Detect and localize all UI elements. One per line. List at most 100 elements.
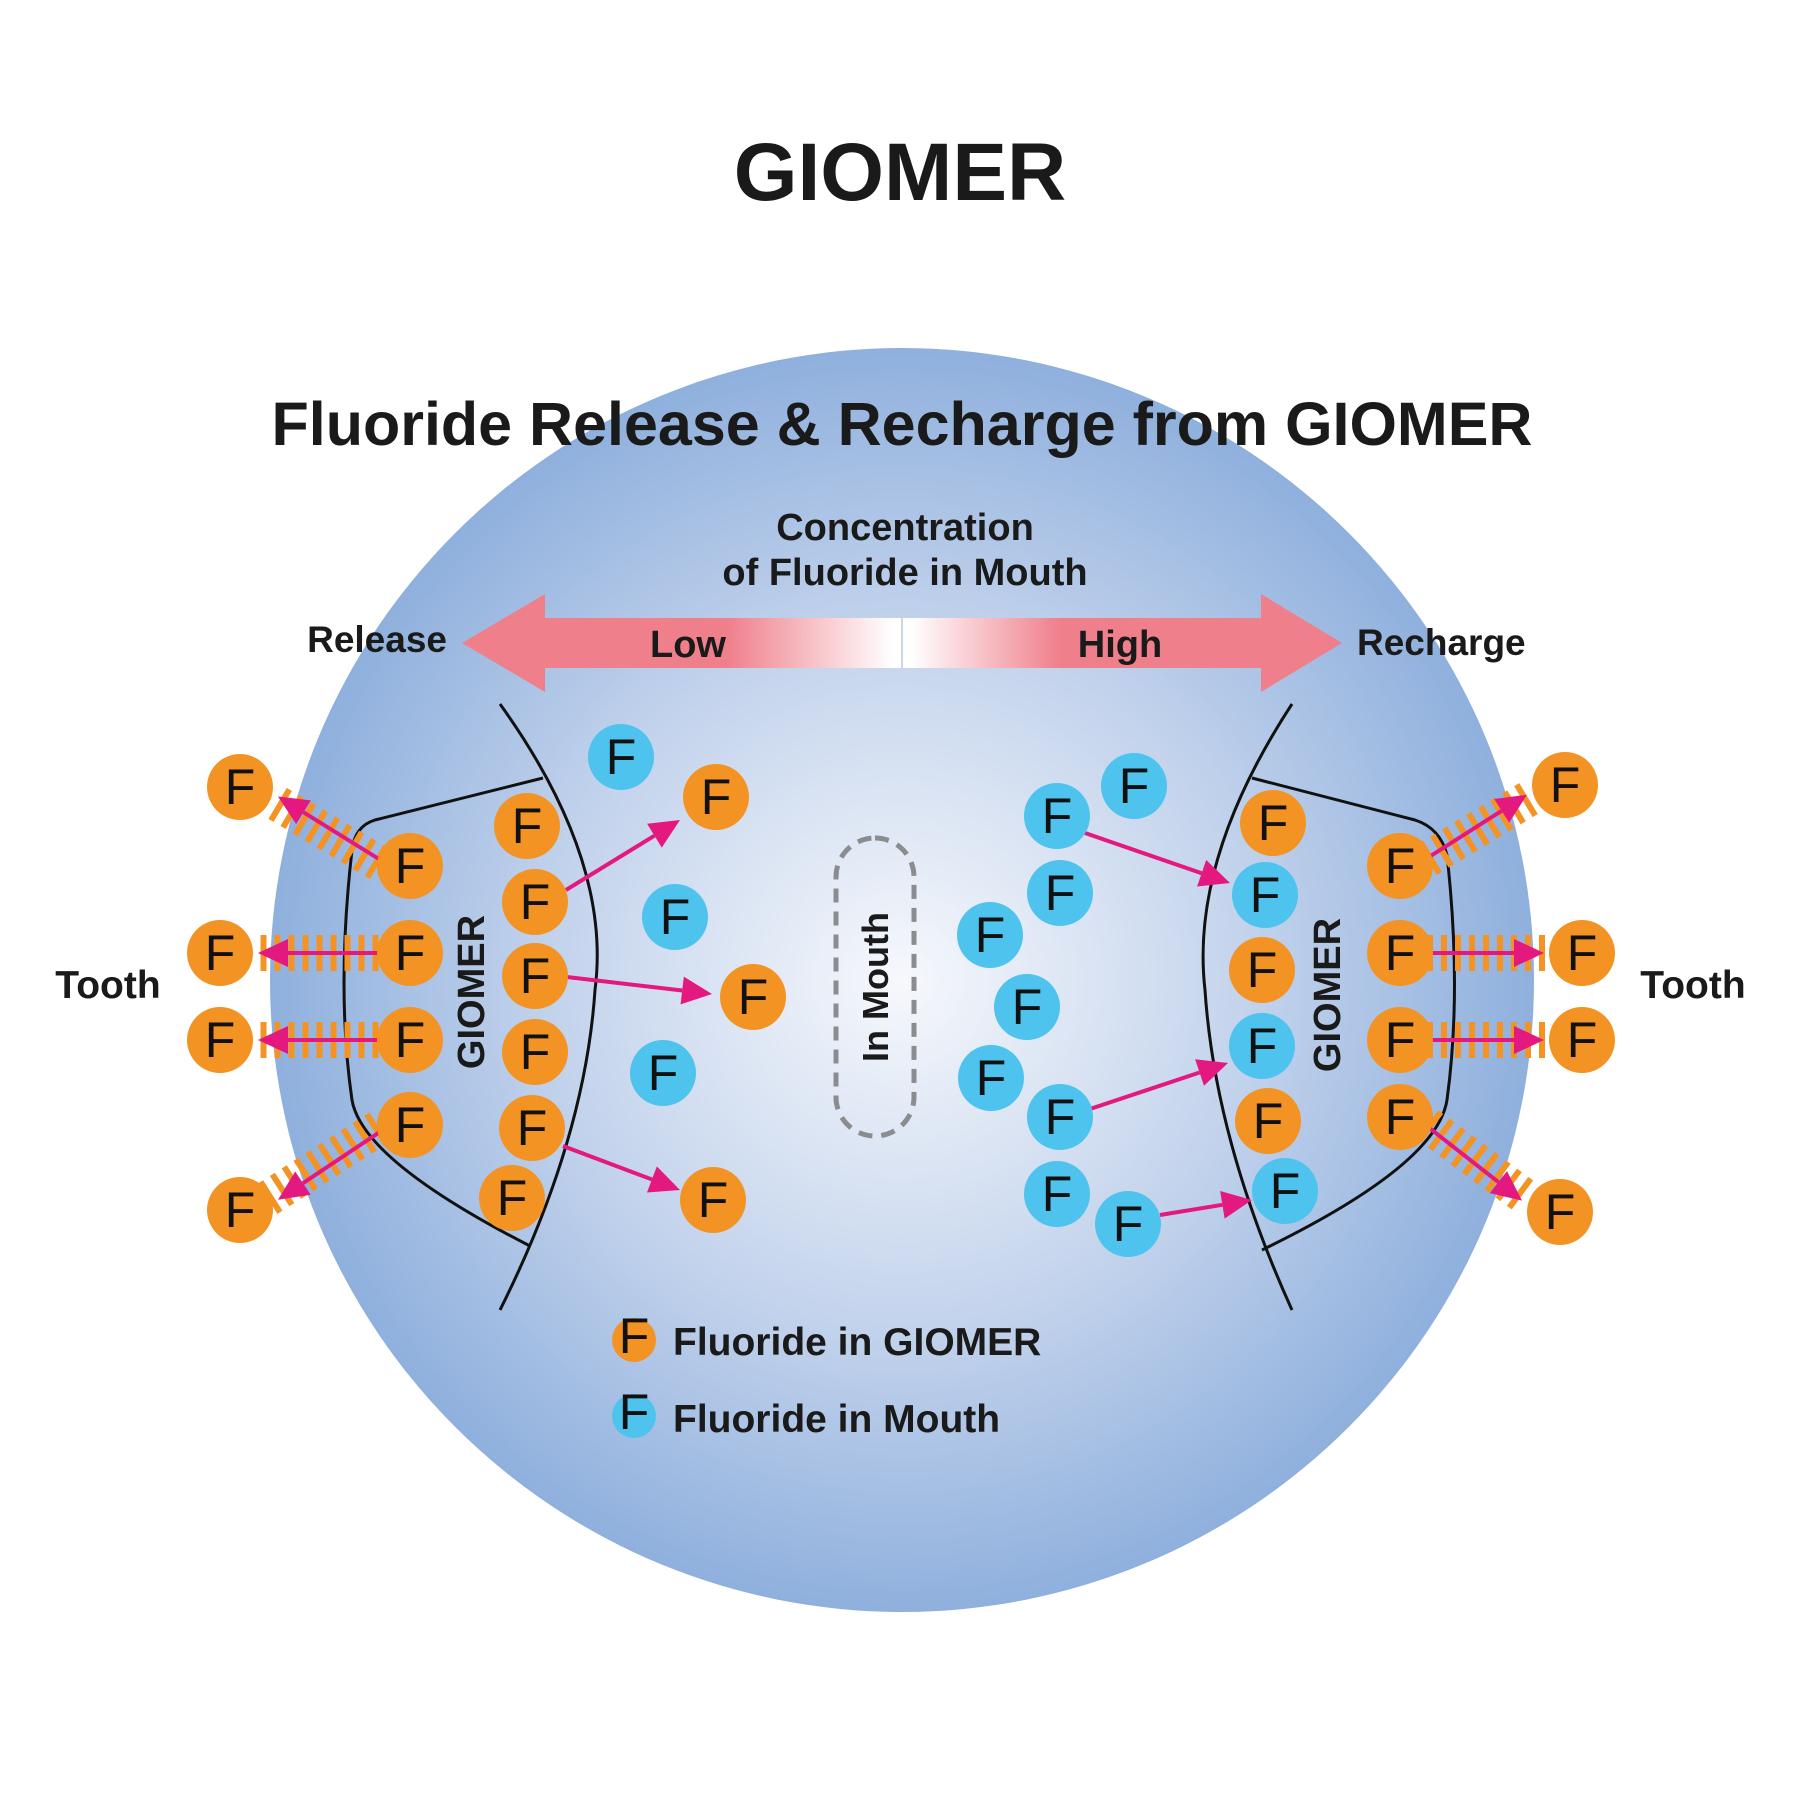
giomer-fluoride-ion: F (502, 869, 568, 935)
tooth-fluoride-ion: F (207, 1177, 273, 1243)
in-mouth-capsule (833, 835, 917, 1139)
giomer-fluoride-icon (1549, 920, 1615, 986)
tooth-fluoride-ion: F (1527, 1179, 1593, 1245)
giomer-fluoride-ion: F (479, 1165, 545, 1231)
recharged-fluoride-ion: F (1232, 862, 1298, 928)
giomer-fluoride-icon (187, 920, 253, 986)
legend-giomer-icon-letter: F (619, 1308, 650, 1364)
mouth-fluoride-ion: F (1024, 783, 1090, 849)
giomer-fluoride-icon (479, 1165, 545, 1231)
mouth-fluoride-icon (1024, 1161, 1090, 1227)
fluoride-letter: F (395, 838, 426, 894)
release-to-mouth-arrow (562, 1144, 680, 1193)
fluoride-letter: F (395, 1097, 426, 1153)
fluoride-letter: F (1042, 1166, 1073, 1222)
giomer-fluoride-ion: F (1367, 833, 1433, 899)
giomer-fluoride-ion: F (1240, 790, 1306, 856)
right-release-arrow (1423, 794, 1527, 862)
tooth-fluoride-ion: F (1549, 1007, 1615, 1073)
fluoride-letter: F (1045, 865, 1076, 921)
right-cavity-outline (1251, 776, 1456, 1252)
giomer-fluoride-icon (502, 943, 568, 1009)
giomer-fluoride-icon (720, 964, 786, 1030)
mouth-fluoride-ion: F (1027, 1084, 1093, 1150)
giomer-fluoride-icon (502, 869, 568, 935)
release-to-mouth-arrow (564, 820, 680, 892)
mouth-fluoride-ion: F (1095, 1191, 1161, 1257)
right-release-arrow (1423, 1123, 1522, 1201)
mouth-fluoride-icon (1229, 1013, 1295, 1079)
giomer-fluoride-icon (207, 1177, 273, 1243)
giomer-fluoride-ion: F (1235, 1088, 1301, 1154)
giomer-fluoride-icon (377, 920, 443, 986)
fluoride-letter: F (1567, 1012, 1598, 1068)
tooth-fluoride-ion: F (1532, 752, 1598, 818)
tooth-label-left: Tooth (55, 964, 160, 1007)
fluoride-letter: F (205, 925, 236, 981)
in-mouth-label: In Mouth (855, 912, 896, 1062)
legend-mouth-fluoride-icon (612, 1394, 656, 1438)
giomer-fluoride-ion: F (494, 793, 560, 859)
recharged-fluoride-ion: F (1252, 1158, 1318, 1224)
tooth-fluoride-ion: F (207, 754, 273, 820)
fluoride-letter: F (1012, 979, 1043, 1035)
concentration-heading-line2: of Fluoride in Mouth (722, 552, 1087, 594)
giomer-fluoride-icon (1367, 920, 1433, 986)
giomer-fluoride-icon (1229, 937, 1295, 1003)
fluoride-letter: F (1385, 1012, 1416, 1068)
giomer-fluoride-icon (1367, 1007, 1433, 1073)
right-release-arrow (1425, 939, 1544, 967)
giomer-fluoride-ion: F (377, 1092, 443, 1158)
fluoride-letter: F (976, 1050, 1007, 1106)
right-release-arrow (1425, 1026, 1544, 1054)
fluoride-letter: F (1045, 1089, 1076, 1145)
fluoride-letter: F (738, 969, 769, 1025)
right-release-hatch (1416, 1110, 1534, 1210)
legend: F Fluoride in GIOMER F Fluoride in Mouth (612, 1308, 1041, 1441)
giomer-fluoride-icon (502, 1019, 568, 1085)
fluoride-letter: F (1113, 1196, 1144, 1252)
fluoride-letter: F (1545, 1184, 1576, 1240)
legend-giomer-fluoride-icon (612, 1318, 656, 1362)
mouth-fluoride-icon (1024, 783, 1090, 849)
mouth-fluoride-icon (1027, 860, 1093, 926)
giomer-fluoride-icon (1527, 1179, 1593, 1245)
fluoride-letter: F (205, 1012, 236, 1068)
giomer-fluoride-icon (1532, 752, 1598, 818)
fluoride-letter: F (1119, 758, 1150, 814)
left-release-arrow (258, 1026, 380, 1054)
legend-item-giomer: F Fluoride in GIOMER (612, 1308, 1041, 1364)
giomer-label-left: GIOMER (451, 915, 493, 1069)
fluoride-letter: F (1385, 1089, 1416, 1145)
giomer-fluoride-ion: F (377, 920, 443, 986)
giomer-fluoride-icon (1367, 833, 1433, 899)
legend-giomer-label: Fluoride in GIOMER (673, 1321, 1041, 1364)
giomer-fluoride-icon (187, 1007, 253, 1073)
fluoride-letter: F (512, 798, 543, 854)
subtitle: Fluoride Release & Recharge from GIOMER (272, 390, 1533, 458)
right-tooth-boundary-curve (1201, 703, 1294, 1311)
fluoride-letter: F (520, 874, 551, 930)
fluoride-letter: F (520, 948, 551, 1004)
recharge-label: Recharge (1357, 622, 1526, 663)
giomer-fluoride-ion: F (377, 833, 443, 899)
right-giomer-restoration (1201, 703, 1456, 1311)
arrow-layer (258, 794, 1544, 1219)
fluoride-letter: F (225, 1182, 256, 1238)
mouth-fluoride-icon (630, 1040, 696, 1106)
high-label: High (1078, 624, 1162, 666)
main-title: GIOMER (734, 127, 1067, 218)
giomer-fluoride-ion: F (1367, 920, 1433, 986)
fluoride-letter: F (395, 925, 426, 981)
tooth-fluoride-ion: F (187, 920, 253, 986)
fluoride-letter: F (517, 1100, 548, 1156)
fluoride-letter: F (520, 1024, 551, 1080)
fluoride-letter: F (975, 907, 1006, 963)
mouth-fluoride-ion: F (1024, 1161, 1090, 1227)
legend-mouth-label: Fluoride in Mouth (673, 1398, 1000, 1441)
fluoride-letter: F (1042, 788, 1073, 844)
mouth-fluoride-icon (957, 902, 1023, 968)
mouth-fluoride-ion: F (642, 884, 708, 950)
giomer-fluoride-icon (499, 1095, 565, 1161)
